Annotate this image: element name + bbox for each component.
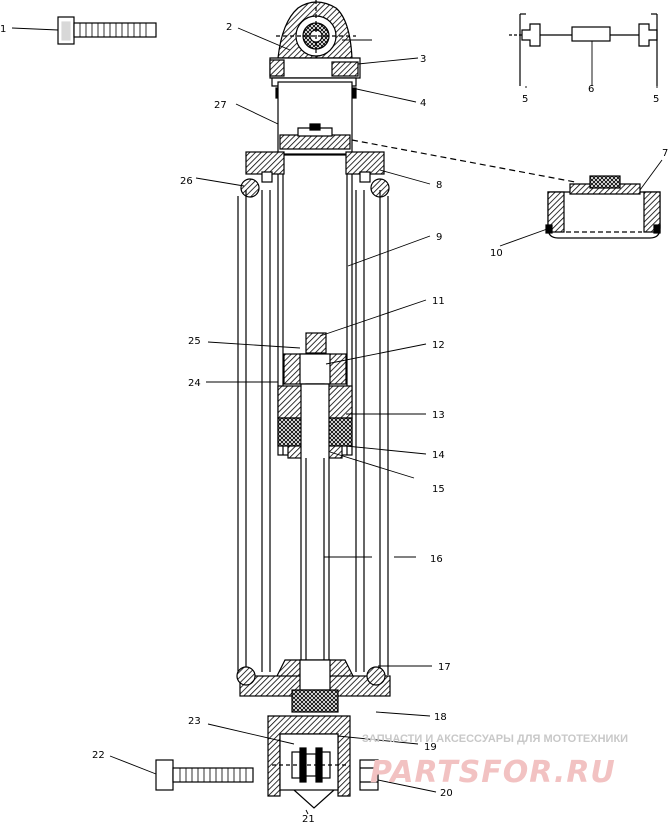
callout-13: 13 xyxy=(432,410,445,421)
lower-clevis xyxy=(267,715,351,809)
bolt-22 xyxy=(155,759,254,791)
callout-21: 21 xyxy=(302,814,315,824)
callout-17: 17 xyxy=(438,662,451,673)
callout-26: 26 xyxy=(180,176,193,187)
callout-4: 4 xyxy=(420,98,426,109)
outer-sleeve xyxy=(237,190,389,675)
callout-25: 25 xyxy=(188,336,201,347)
callout-16: 16 xyxy=(430,554,443,565)
nut-20 xyxy=(359,759,379,791)
lower-spring-seat xyxy=(236,659,391,713)
leader-lines xyxy=(11,27,663,815)
upper-mount-eye xyxy=(269,0,361,99)
callout-20: 20 xyxy=(440,788,453,799)
upper-spring-seat xyxy=(240,151,390,198)
callout-8: 8 xyxy=(436,180,442,191)
cap-detail-7-10 xyxy=(545,175,661,239)
callout-14: 14 xyxy=(432,450,445,461)
bolt-1 xyxy=(57,16,157,45)
callout-7: 7 xyxy=(662,148,668,159)
callout-24: 24 xyxy=(188,378,201,389)
callout-23: 23 xyxy=(188,716,201,727)
callout-6: 6 xyxy=(588,84,594,95)
detail-connector xyxy=(351,139,576,183)
bushing-set-5-6 xyxy=(509,13,658,86)
callout-10: 10 xyxy=(490,248,503,259)
callout-5-right: 5 xyxy=(653,94,659,105)
watermark-logo: PARTSFOR.RU xyxy=(370,755,616,790)
callout-18: 18 xyxy=(434,712,447,723)
callout-22: 22 xyxy=(92,750,105,761)
callout-11: 11 xyxy=(432,296,445,307)
callout-27: 27 xyxy=(214,100,227,111)
callout-15: 15 xyxy=(432,484,445,495)
callout-1: 1 xyxy=(0,24,6,35)
callout-2: 2 xyxy=(226,22,232,33)
watermark-tagline: ЗАПЧАСТИ И АКСЕССУАРЫ ДЛЯ МОТОТЕХНИКИ xyxy=(362,733,628,745)
callout-5-left: 5 xyxy=(522,94,528,105)
piston-rod xyxy=(300,383,330,705)
callout-12: 12 xyxy=(432,340,445,351)
callout-9: 9 xyxy=(436,232,442,243)
callout-3: 3 xyxy=(420,54,426,65)
callout-19: 19 xyxy=(424,742,437,753)
callout-labels: 1 2 3 4 5 6 5 7 27 26 8 9 10 11 25 12 24… xyxy=(0,22,668,824)
watermark: ЗАПЧАСТИ И АКСЕССУАРЫ ДЛЯ МОТОТЕХНИКИ PA… xyxy=(362,733,628,790)
